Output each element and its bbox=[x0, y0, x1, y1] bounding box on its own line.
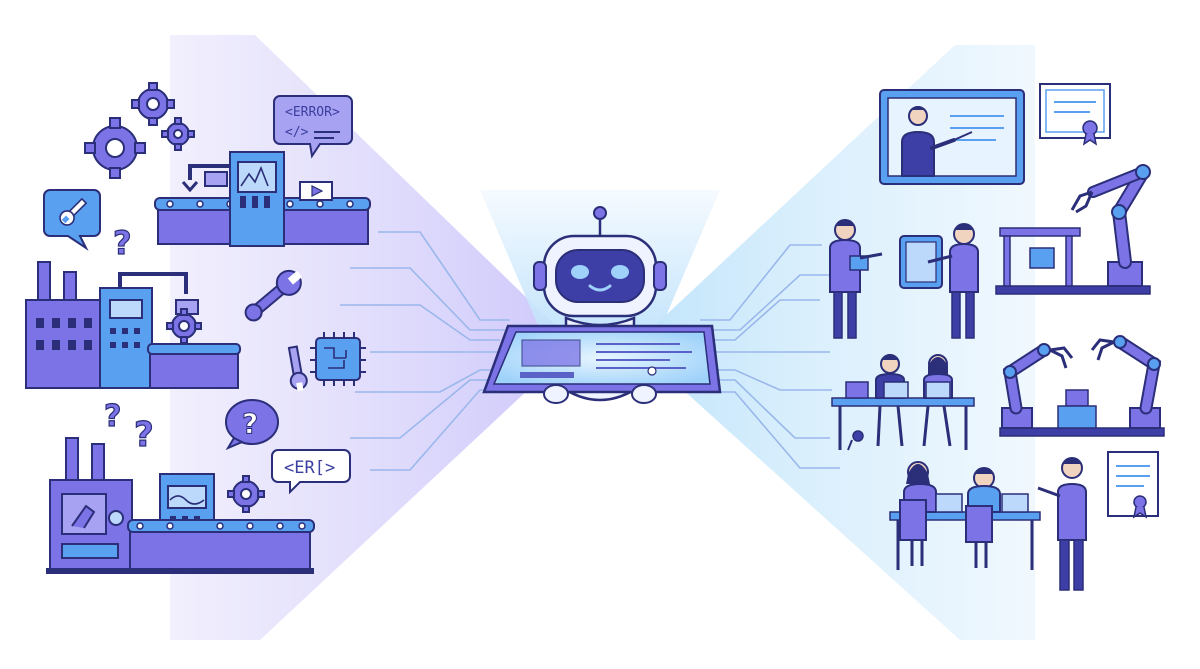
question-mark-icon: ? bbox=[113, 224, 132, 262]
wrench-icon bbox=[244, 269, 303, 322]
tablet-icon bbox=[482, 324, 722, 404]
certificate-icon bbox=[1039, 83, 1111, 146]
error-code-text: <ERROR> bbox=[285, 105, 340, 120]
conveyor-belt-icon bbox=[154, 151, 371, 247]
gear-icon bbox=[131, 82, 175, 126]
left-connection-lines bbox=[340, 231, 510, 471]
error-code-text: <ER[> bbox=[284, 458, 335, 478]
robot-arm-icon bbox=[995, 164, 1151, 295]
gear-icon bbox=[84, 117, 146, 179]
certificate-icon bbox=[1107, 451, 1159, 519]
microchip-icon bbox=[310, 332, 366, 386]
gear-icon bbox=[166, 308, 202, 344]
gear-icon bbox=[161, 117, 195, 151]
error-bubble-top: <ERROR> </> bbox=[273, 95, 353, 159]
factory-icon bbox=[25, 261, 241, 389]
wrench-icon bbox=[59, 197, 88, 226]
team-workers-icon bbox=[829, 219, 979, 339]
factory-icon bbox=[46, 437, 315, 574]
presentation-board-icon bbox=[879, 89, 1025, 185]
question-bubble: ? bbox=[225, 399, 279, 451]
error-bubble-bottom: <ER[> bbox=[271, 449, 351, 495]
code-tag-text: </> bbox=[285, 125, 309, 140]
question-mark-icon: ? bbox=[104, 399, 121, 434]
question-mark-icon: ? bbox=[242, 407, 258, 440]
robot-arm-icon bbox=[999, 335, 1165, 437]
gear-icon bbox=[227, 475, 265, 513]
wrench-icon bbox=[287, 345, 308, 392]
team-workers-icon bbox=[831, 354, 975, 451]
wrench-bubble bbox=[43, 189, 101, 251]
question-mark-icon: ? bbox=[134, 415, 154, 455]
right-beam bbox=[650, 45, 1035, 640]
team-workers-icon bbox=[889, 457, 1087, 591]
